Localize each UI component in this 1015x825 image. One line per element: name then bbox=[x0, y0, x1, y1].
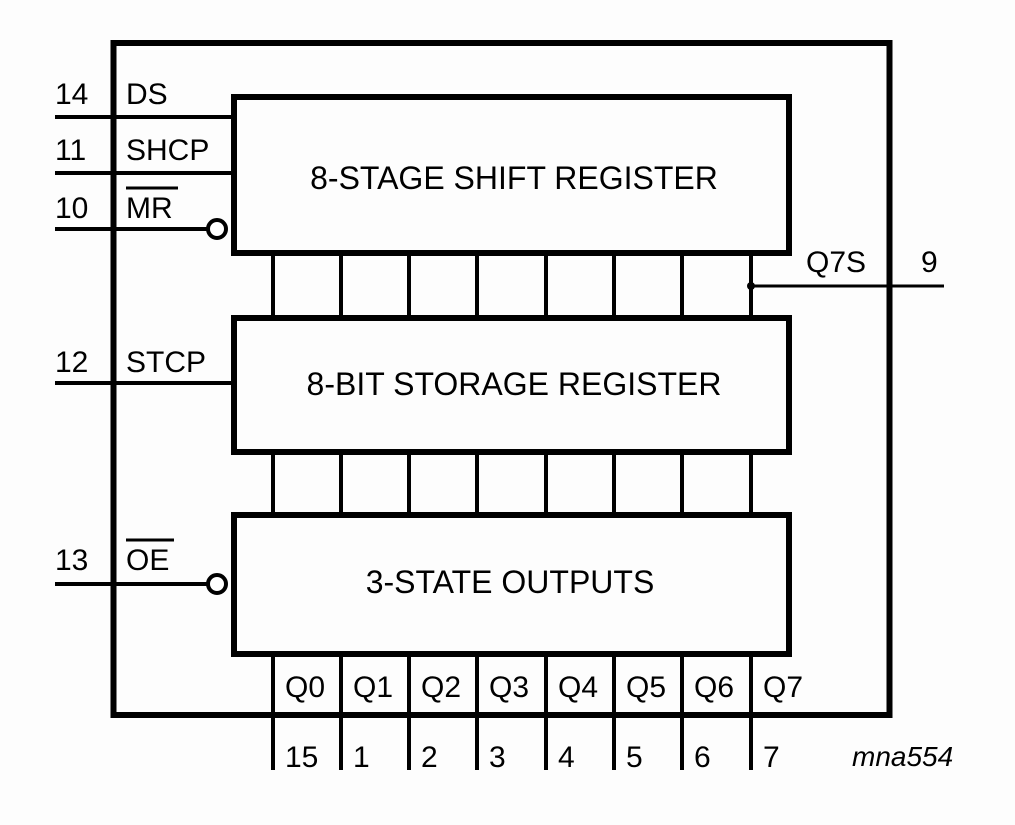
chip-outline bbox=[110, 40, 893, 718]
pin-name-ds: DS bbox=[126, 78, 168, 111]
output-pin-q4: 4 bbox=[558, 741, 575, 774]
pin-number-stcp: 12 bbox=[55, 346, 88, 379]
output-name-q7: Q7 bbox=[763, 671, 803, 704]
shift-to-storage-bus bbox=[271, 253, 753, 318]
pin-name-shcp: SHCP bbox=[126, 134, 209, 167]
pin-number-oe: 13 bbox=[55, 544, 88, 577]
drawing-reference: mna554 bbox=[852, 741, 953, 772]
output-pin-q7: 7 bbox=[763, 741, 780, 774]
shift-register-label: 8-STAGE SHIFT REGISTER bbox=[310, 160, 718, 196]
pin-name-mr: MR bbox=[126, 192, 173, 225]
output-pin-q5: 5 bbox=[626, 741, 643, 774]
output-name-q3: Q3 bbox=[489, 671, 529, 704]
output-pin-q6: 6 bbox=[694, 741, 711, 774]
output-name-q2: Q2 bbox=[421, 671, 461, 704]
pin-name-oe: OE bbox=[126, 544, 169, 577]
output-pin-q2: 2 bbox=[421, 741, 438, 774]
output-name-q0: Q0 bbox=[285, 671, 325, 704]
mr-inversion-bubble bbox=[206, 218, 228, 240]
output-pin-q3: 3 bbox=[489, 741, 506, 774]
output-pin-q0: 15 bbox=[285, 741, 318, 774]
oe-inversion-bubble bbox=[206, 573, 228, 595]
q7s-label: Q7S bbox=[806, 246, 866, 279]
output-pin-q1: 1 bbox=[353, 741, 370, 774]
pin-number-ds: 14 bbox=[55, 78, 88, 111]
three-state-outputs-label: 3-STATE OUTPUTS bbox=[366, 564, 655, 600]
pin-name-stcp: STCP bbox=[126, 346, 206, 379]
output-name-q6: Q6 bbox=[694, 671, 734, 704]
output-name-q5: Q5 bbox=[626, 671, 666, 704]
q7s-pin-number: 9 bbox=[921, 246, 938, 279]
storage-register-label: 8-BIT STORAGE REGISTER bbox=[307, 366, 722, 402]
input-lines bbox=[55, 115, 234, 586]
q7s-junction-dot bbox=[747, 282, 755, 290]
pin-number-mr: 10 bbox=[55, 192, 88, 225]
storage-to-outputs-bus bbox=[271, 452, 753, 515]
output-name-q4: Q4 bbox=[558, 671, 598, 704]
pin-number-shcp: 11 bbox=[55, 134, 86, 167]
three-state-outputs-block bbox=[231, 512, 792, 657]
output-name-q1: Q1 bbox=[353, 671, 393, 704]
output-pins: Q0 15 Q1 1 Q2 2 Q3 3 Q4 4 Q5 5 Q6 6 Q7 7 bbox=[271, 654, 803, 774]
